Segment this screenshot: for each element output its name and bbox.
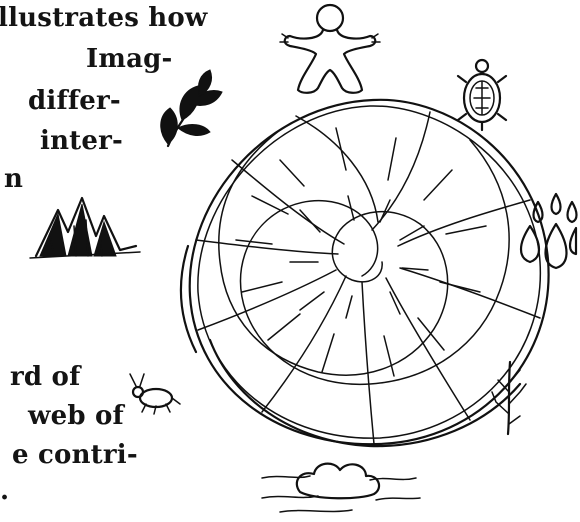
bare-tree-icon — [492, 362, 526, 434]
text-line-4: inter- — [40, 128, 123, 154]
text-line-3: differ- — [28, 88, 121, 114]
cloud-icon — [262, 464, 420, 512]
text-line-9: . — [0, 478, 9, 504]
text-line-7: web of — [28, 403, 124, 429]
text-line-5: n — [4, 166, 23, 192]
human-figure-icon — [280, 5, 380, 93]
text-line-1: llustrates how — [0, 5, 208, 31]
turtle-icon — [458, 60, 506, 130]
leaf-plant-icon — [161, 70, 222, 146]
mountains-icon — [30, 198, 140, 258]
insect-icon — [130, 374, 180, 414]
text-line-2: Imag- — [86, 46, 173, 72]
text-line-8: e contri- — [12, 442, 138, 468]
text-line-6: rd of — [10, 364, 80, 390]
